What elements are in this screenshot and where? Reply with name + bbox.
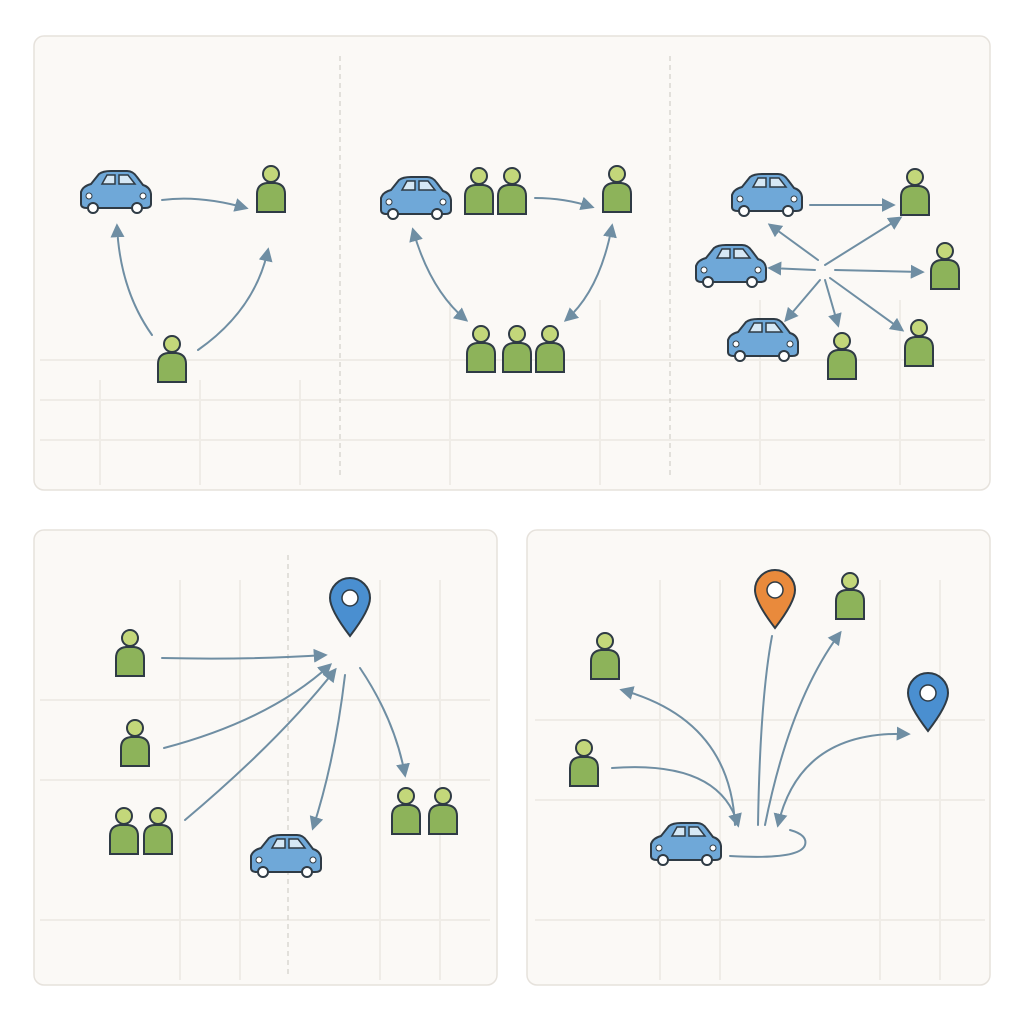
arrow-icon <box>611 766 742 828</box>
arrow-icon <box>161 197 249 212</box>
arrow-icon <box>163 663 333 749</box>
arrow-icon <box>757 635 773 826</box>
arrow-icon <box>359 667 410 778</box>
arrow-icon <box>767 261 816 276</box>
map-grid-background <box>40 580 490 980</box>
arrow-icon <box>764 630 842 826</box>
arrow-icon <box>824 216 903 266</box>
arrow-icon <box>824 279 842 328</box>
arrow-icon <box>161 648 328 663</box>
bottom-right-panel <box>526 529 991 986</box>
arrow-icon <box>309 674 346 831</box>
arrow-icon <box>184 667 337 821</box>
arrow-icon <box>563 223 617 322</box>
arrow-icon <box>619 686 736 826</box>
radiating-arrows <box>767 198 925 332</box>
arrow-icon <box>834 264 925 279</box>
arrow-icon <box>773 726 911 828</box>
arrow-icon <box>767 223 819 261</box>
arrow-icon <box>409 227 469 322</box>
bottom-left-panel <box>33 529 498 986</box>
arrow-icon <box>829 277 905 332</box>
arrow-icon <box>784 279 821 323</box>
arrow-icon <box>197 247 273 351</box>
arrow-icon <box>110 223 153 336</box>
top-panel <box>33 35 991 491</box>
arrow-icon <box>534 196 595 211</box>
route-loop <box>729 829 807 858</box>
